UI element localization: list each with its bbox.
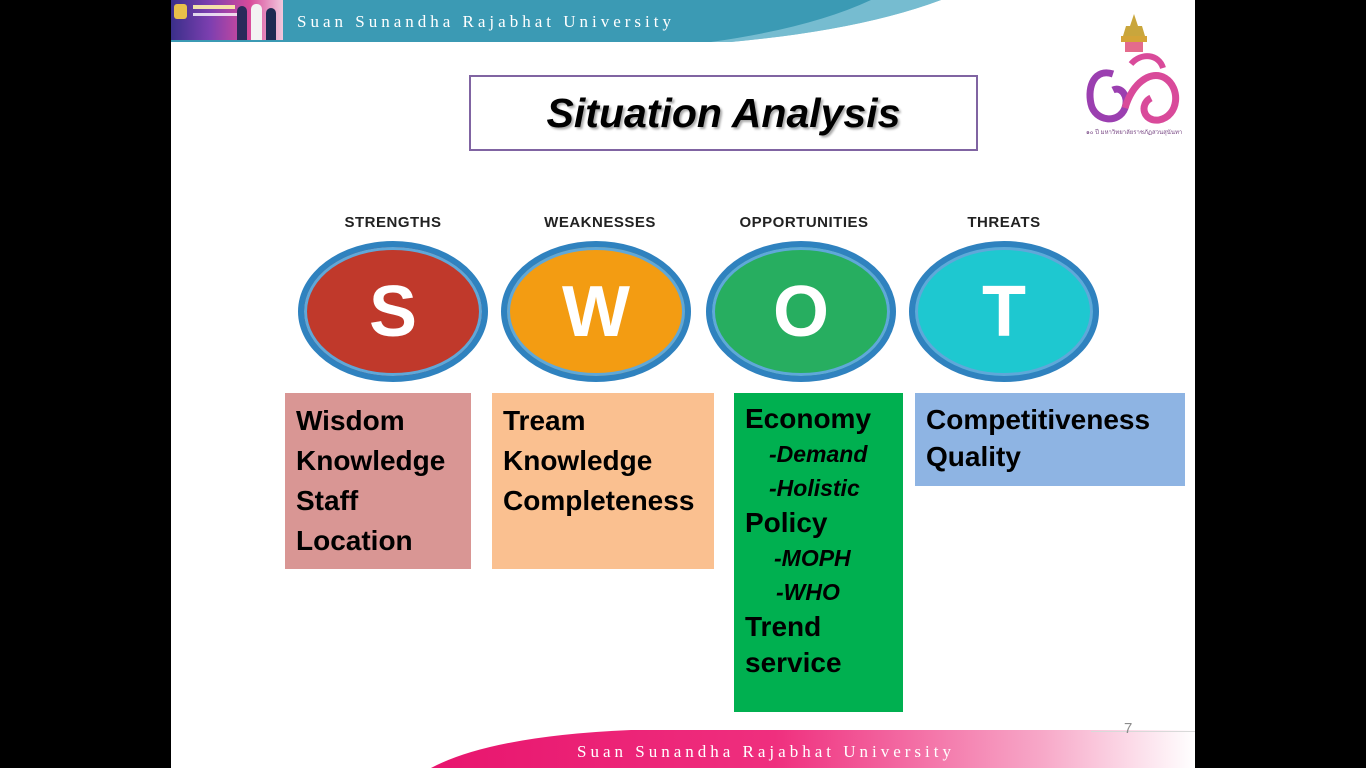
page-number-divider bbox=[1091, 731, 1195, 732]
threats-label: THREATS bbox=[967, 214, 1041, 231]
footer-banner bbox=[431, 730, 1195, 768]
header-banner bbox=[171, 0, 941, 42]
weaknesses-item: Completeness bbox=[503, 485, 695, 516]
weaknesses-item: Knowledge bbox=[503, 445, 653, 476]
page-number: 7 bbox=[1124, 720, 1133, 737]
logo-caption: ๑๐ ปี มหาวิทยาลัยราชภัฏสวนสุนันทา bbox=[1086, 130, 1183, 136]
strengths-item: Location bbox=[296, 525, 413, 556]
weaknesses-label: WEAKNESSES bbox=[544, 214, 656, 231]
header-thumbnail-image bbox=[171, 0, 283, 40]
weaknesses-box: Tream Knowledge Completeness bbox=[492, 393, 714, 569]
strengths-item: Knowledge bbox=[296, 445, 446, 476]
strengths-label: STRENGTHS bbox=[344, 214, 442, 231]
threats-letter: T bbox=[982, 271, 1026, 352]
weaknesses-letter: W bbox=[562, 271, 630, 352]
header-banner-text: Suan Sunandha Rajabhat University bbox=[297, 12, 675, 31]
threats-circle: T bbox=[909, 241, 1099, 382]
service-item: service bbox=[745, 647, 842, 678]
weaknesses-item: Tream bbox=[503, 405, 586, 436]
economy-sub-item: -Demand bbox=[769, 441, 868, 467]
strengths-circle: S bbox=[298, 241, 488, 382]
economy-sub-item: -Holistic bbox=[769, 475, 860, 501]
strengths-box: Wisdom Knowledge Staff Location bbox=[285, 393, 471, 569]
strengths-item: Staff bbox=[296, 485, 359, 516]
strengths-item: Wisdom bbox=[296, 405, 405, 436]
policy-item: Policy bbox=[745, 507, 828, 538]
opportunities-box: Economy -Demand -Holistic Policy -MOPH -… bbox=[734, 393, 903, 712]
university-logo bbox=[1086, 14, 1180, 124]
threats-item: Competitiveness bbox=[926, 404, 1151, 435]
trend-item: Trend bbox=[745, 611, 822, 642]
strengths-letter: S bbox=[368, 271, 418, 352]
economy-item: Economy bbox=[745, 403, 872, 434]
policy-sub-item: -WHO bbox=[776, 579, 840, 605]
opportunities-circle: O bbox=[706, 241, 896, 382]
opportunities-label: OPPORTUNITIES bbox=[739, 214, 869, 231]
title-box: Situation Analysis bbox=[469, 75, 978, 151]
footer-banner-text: Suan Sunandha Rajabhat University bbox=[577, 742, 955, 761]
opportunities-letter: O bbox=[772, 271, 829, 352]
threats-item: Quality bbox=[926, 441, 1021, 472]
threats-box: Competitiveness Quality bbox=[915, 393, 1185, 486]
weaknesses-circle: W bbox=[501, 241, 691, 382]
policy-sub-item: -MOPH bbox=[774, 545, 851, 571]
slide-title: Situation Analysis bbox=[546, 89, 901, 136]
slide: Suan Sunandha Rajabhat University ๑๐ ปี … bbox=[171, 0, 1195, 768]
